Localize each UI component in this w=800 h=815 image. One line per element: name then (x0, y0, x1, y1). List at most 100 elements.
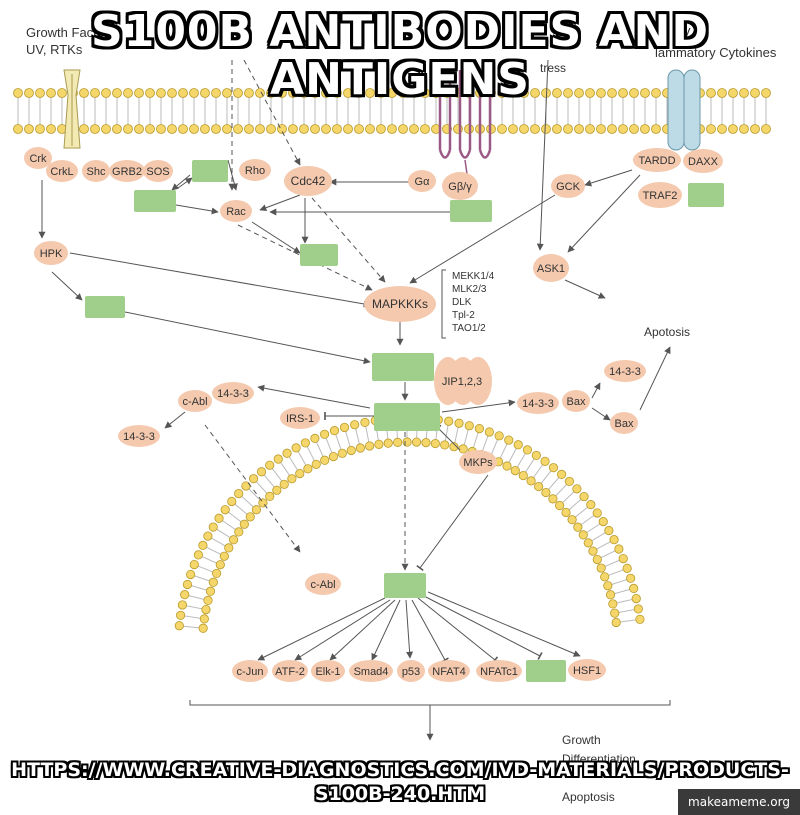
svg-text:c-Jun: c-Jun (237, 666, 264, 678)
meme-bottom-caption: HTTPS://WWW.CREATIVE-DIAGNOSTICS.COM/IVD… (11, 759, 789, 805)
green-box (85, 296, 125, 318)
svg-text:14-3-3: 14-3-3 (609, 366, 641, 378)
node-crkl (46, 160, 78, 182)
mapkkk-list-0: MEKK1/4 (452, 271, 495, 282)
node-nfatc1 (476, 660, 522, 682)
protein-nodes (24, 147, 723, 682)
rtk-receptor (63, 69, 81, 149)
node-mapkkks (364, 286, 436, 322)
nuclear-membrane (174, 413, 645, 633)
kinase-boxes (85, 160, 724, 682)
svg-text:MKPs: MKPs (463, 457, 493, 469)
node-cjun (232, 660, 268, 682)
node-sos (143, 160, 173, 182)
cytokine-receptor (667, 69, 701, 151)
label-fasl-uv: L, UV (658, 25, 691, 40)
svg-text:TARDD: TARDD (638, 155, 675, 167)
svg-text:Shc: Shc (87, 166, 106, 178)
meme-top-line-1: S100B ANTIBODIES AND (91, 6, 709, 57)
meme-top-line-2: ANTIGENS (270, 54, 530, 105)
svg-text:IRS-1: IRS-1 (286, 413, 314, 425)
svg-text:p53: p53 (402, 666, 420, 678)
mapkkk-bracket (441, 269, 446, 339)
svg-text:CrkL: CrkL (50, 166, 73, 178)
green-box (300, 244, 338, 266)
node-bax1 (562, 390, 590, 412)
mapkkk-list-1: MLK2/3 (452, 284, 487, 295)
svg-text:c-Abl: c-Abl (182, 396, 207, 408)
svg-text:HPK: HPK (40, 248, 63, 260)
node-gbg (442, 172, 478, 200)
node-1433-a (212, 382, 254, 404)
svg-text:MAPKKKs: MAPKKKs (372, 297, 428, 311)
node-elk1 (311, 660, 345, 682)
svg-text:TRAF2: TRAF2 (643, 190, 678, 202)
green-box (372, 353, 434, 381)
node-cabl-nuc (305, 573, 341, 595)
label-apoptosis: Apoptosis (562, 790, 615, 804)
mapkkk-list-2: DLK (452, 297, 472, 308)
node-shc (82, 160, 110, 182)
svg-text:HSF1: HSF1 (573, 665, 601, 677)
node-bax2 (610, 412, 638, 434)
label-growth: Growth (562, 733, 601, 747)
node-tardd (633, 148, 681, 172)
node-1433-d (604, 360, 646, 382)
green-box (526, 660, 566, 682)
node-irs1 (280, 407, 320, 429)
green-box (374, 403, 440, 431)
svg-text:Crk: Crk (29, 153, 47, 165)
node-grb2 (109, 160, 145, 182)
label-stress: tress (540, 61, 566, 75)
node-hpk (34, 241, 68, 265)
node-ask1 (533, 254, 569, 282)
node-cabl (178, 390, 212, 412)
svg-text:14-3-3: 14-3-3 (123, 431, 155, 443)
svg-text:Bax: Bax (567, 396, 586, 408)
svg-text:Cdc42: Cdc42 (291, 174, 326, 188)
svg-text:GRB2: GRB2 (112, 166, 142, 178)
svg-text:Gβ/γ: Gβ/γ (448, 181, 472, 193)
label-apotosis: Apotosis (644, 325, 690, 339)
label-growth-factors: Growth Factors, (26, 25, 118, 40)
green-box (384, 573, 426, 598)
node-daxx (683, 149, 723, 173)
svg-text:GCK: GCK (556, 181, 581, 193)
svg-text:Gα: Gα (415, 176, 431, 188)
node-rho (239, 159, 271, 181)
node-nfat4 (428, 660, 470, 682)
node-1433-c (517, 392, 559, 414)
svg-text:JIP1,2,3: JIP1,2,3 (442, 376, 482, 388)
node-1433-b (118, 425, 160, 447)
svg-text:14-3-3: 14-3-3 (217, 388, 249, 400)
svg-text:c-Abl: c-Abl (310, 579, 335, 591)
svg-text:ASK1: ASK1 (537, 263, 565, 275)
svg-text:DAXX: DAXX (688, 156, 719, 168)
green-box (450, 200, 492, 222)
node-hsf1 (568, 659, 606, 681)
mapkkk-list-4: TAO1/2 (452, 323, 486, 334)
svg-text:14-3-3: 14-3-3 (522, 398, 554, 410)
node-gck (551, 174, 585, 198)
node-cdc42 (284, 166, 332, 196)
mapkkk-list-3: Tpl-2 (452, 310, 475, 321)
svg-text:Rho: Rho (245, 165, 265, 177)
svg-text:ATF-2: ATF-2 (275, 666, 305, 678)
svg-text:NFATc1: NFATc1 (480, 666, 518, 678)
svg-text:Elk-1: Elk-1 (315, 666, 340, 678)
green-box (192, 160, 228, 182)
svg-text:NFAT4: NFAT4 (432, 666, 465, 678)
cell-membrane (13, 88, 771, 134)
node-crk (24, 147, 52, 169)
svg-text:SOS: SOS (146, 166, 169, 178)
label-inflammatory: lammatory Cytokines (655, 45, 777, 60)
node-rac (220, 200, 252, 222)
node-galpha (408, 170, 436, 192)
node-traf2 (638, 182, 682, 208)
node-atf2 (272, 660, 308, 682)
diagram-labels: Growth Factors, UV, RTKs tress L, UV lam… (26, 25, 777, 804)
jip-cluster (434, 357, 492, 405)
green-box (688, 183, 724, 207)
meme-top-caption: S100B ANTIBODIES AND ANTIGENS (0, 8, 800, 104)
